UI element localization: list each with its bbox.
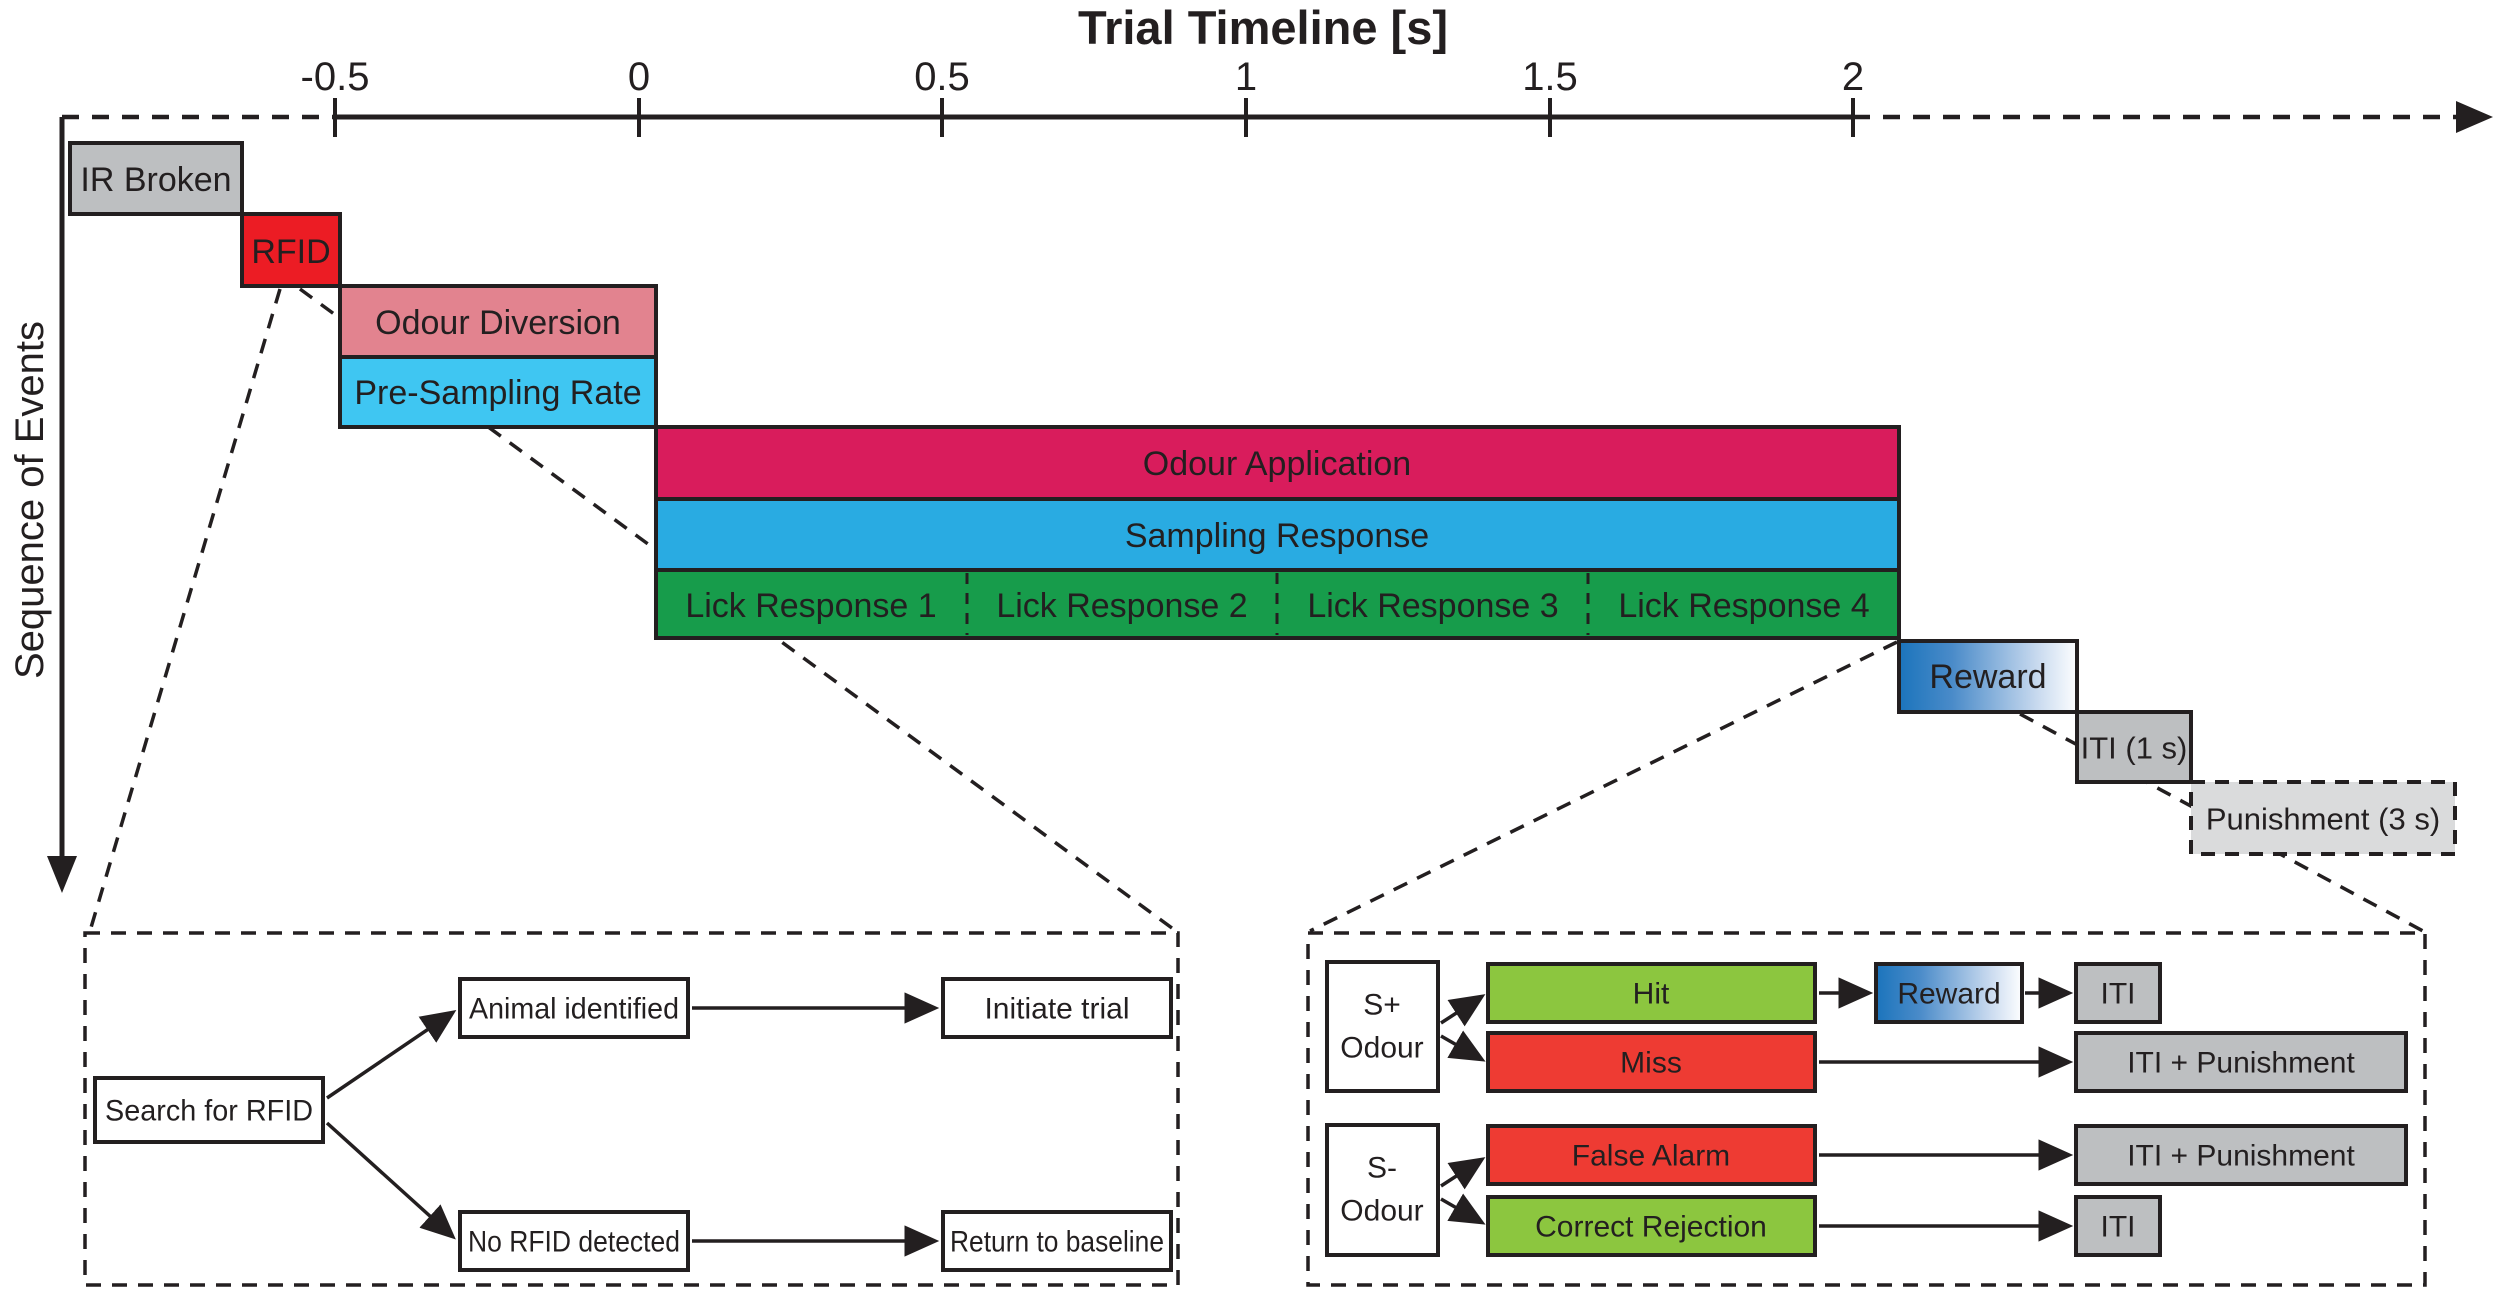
iti-after-reward-box — [2074, 962, 2162, 1024]
tick-label-1: 1 — [1235, 55, 1257, 99]
pre-sampling-box — [338, 355, 658, 429]
tick-label-2: 2 — [1842, 55, 1864, 99]
animal-identified-label: Animal identified — [469, 993, 679, 1026]
hit-box — [1486, 962, 1817, 1024]
iti-box — [2075, 710, 2193, 784]
miss-box — [1486, 1031, 1817, 1093]
lick2-label: Lick Response 2 — [996, 587, 1247, 625]
axis-arrowhead-right — [2456, 101, 2493, 133]
arrow-sminus-to-falsealarm — [1440, 1157, 1486, 1190]
false-alarm-label: False Alarm — [1572, 1140, 1730, 1173]
arrow-splus-to-miss — [1440, 1030, 1486, 1062]
iti-label: ITI (1 s) — [2081, 731, 2188, 766]
iti-after-reward-label: ITI — [2101, 978, 2136, 1011]
reward-box — [1897, 639, 2079, 714]
correct-rejection-label: Correct Rejection — [1535, 1211, 1767, 1244]
punishment-box — [2189, 780, 2457, 856]
rfid-box — [240, 212, 342, 288]
rfid-label: RFID — [251, 233, 330, 271]
hit-label: Hit — [1633, 978, 1670, 1011]
pre-sampling-label: Pre-Sampling Rate — [354, 374, 641, 412]
iti-punishment-miss-label: ITI + Punishment — [2127, 1047, 2355, 1080]
sequence-axis-label: Sequence of Events — [8, 321, 52, 679]
reward-label: Reward — [1929, 658, 2046, 696]
outcome-reward-box — [1874, 962, 2024, 1024]
arrow-splus-to-hit — [1440, 994, 1486, 1027]
correct-rejection-box — [1486, 1195, 1817, 1257]
search-for-rfid-box — [93, 1076, 325, 1144]
outcome-reward-label: Reward — [1897, 978, 2000, 1011]
arrow-search-to-norfid — [325, 1121, 456, 1240]
sequence-axis: Sequence of Events — [8, 117, 77, 893]
iti-punishment-fa-box — [2074, 1124, 2408, 1186]
s-minus-line1: S- — [1367, 1152, 1397, 1185]
iti-after-cr-label: ITI — [2101, 1211, 2136, 1244]
s-minus-odour-box — [1325, 1123, 1440, 1257]
s-plus-odour-box — [1325, 960, 1440, 1093]
zoom-connector-lines — [88, 287, 2424, 933]
initiate-trial-box — [941, 977, 1173, 1039]
odour-application-box — [654, 425, 1901, 501]
ir-broken-label: IR Broken — [80, 161, 231, 199]
tick-label-minus05: -0.5 — [301, 55, 370, 99]
iti-punishment-miss-box — [2074, 1031, 2408, 1093]
iti-after-cr-box — [2074, 1195, 2162, 1257]
lick1-label: Lick Response 1 — [685, 587, 936, 625]
rfid-panel-border — [83, 931, 1180, 1287]
arrow-search-to-identified — [326, 1010, 457, 1100]
timeline-events: IR Broken RFID Odour Diversion Pre-Sampl… — [68, 141, 2457, 856]
animal-identified-box — [458, 977, 690, 1039]
no-rfid-detected-box — [458, 1210, 690, 1272]
tick-label-05: 0.5 — [914, 55, 970, 99]
ir-broken-box — [68, 141, 244, 216]
return-to-baseline-box — [941, 1210, 1173, 1272]
sequence-axis-arrowhead — [47, 856, 77, 893]
lick3-label: Lick Response 3 — [1307, 587, 1558, 625]
connector-rfid-to-panel-left — [88, 288, 282, 932]
sampling-response-box — [654, 497, 1901, 572]
outcome-panel-border — [1306, 931, 2427, 1287]
s-plus-line1: S+ — [1363, 989, 1401, 1022]
sampling-response-label: Sampling Response — [1125, 517, 1429, 555]
axis-title: Trial Timeline [s] — [1078, 1, 1448, 54]
tick-label-0: 0 — [628, 55, 650, 99]
tick-label-15: 1.5 — [1522, 55, 1578, 99]
odour-application-label: Odour Application — [1143, 445, 1411, 483]
no-rfid-detected-label: No RFID detected — [468, 1226, 680, 1259]
timeline-axis: Trial Timeline [s] -0.5 0 0.5 1 1.5 2 — [62, 1, 2493, 137]
initiate-trial-label: Initiate trial — [984, 993, 1129, 1026]
iti-punishment-fa-label: ITI + Punishment — [2127, 1140, 2355, 1173]
s-minus-line2: Odour — [1340, 1195, 1423, 1228]
connector-lick-to-outcome-panel — [1309, 640, 1898, 933]
outcome-flowchart-panel: S+ Odour Hit Reward ITI Miss ITI + Punis… — [1306, 931, 2427, 1287]
false-alarm-box — [1486, 1124, 1817, 1186]
return-to-baseline-label: Return to baseline — [950, 1226, 1164, 1259]
odour-diversion-label: Odour Diversion — [375, 304, 621, 342]
s-plus-line2: Odour — [1340, 1032, 1423, 1065]
rfid-flowchart-panel: Search for RFID Animal identified Initia… — [83, 931, 1180, 1287]
search-for-rfid-label: Search for RFID — [105, 1095, 313, 1128]
miss-label: Miss — [1620, 1047, 1682, 1080]
lick4-label: Lick Response 4 — [1618, 587, 1869, 625]
arrow-sminus-to-correctrejection — [1440, 1193, 1486, 1225]
punishment-label: Punishment (3 s) — [2206, 802, 2440, 837]
